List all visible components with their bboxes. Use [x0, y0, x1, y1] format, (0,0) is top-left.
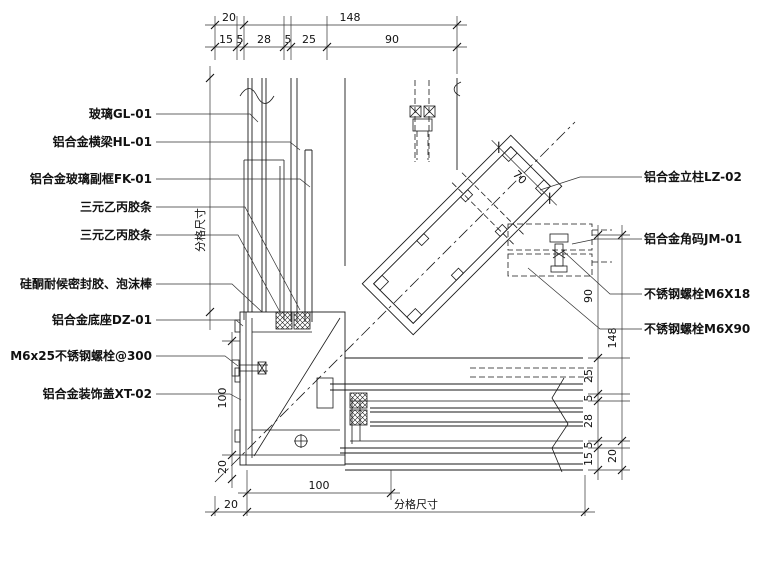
label-bolt-m6x18: 不锈钢螺栓M6X18 [644, 286, 750, 301]
right-labels: 铝合金立柱LZ-02 铝合金角码JM-01 不锈钢螺栓M6X18 不锈钢螺栓M6… [644, 169, 750, 336]
dim-right-5b: 5 [582, 442, 595, 449]
label-bolt-m6x25: M6x25不锈钢螺栓@300 [10, 348, 152, 363]
dim-left-grid: 分格尺寸 [193, 208, 207, 252]
leader-lines [156, 113, 642, 401]
dim-top-90: 90 [385, 33, 399, 46]
label-column-lz02: 铝合金立柱LZ-02 [644, 169, 742, 184]
bottom-dimensions: 100 20 分格尺寸 [205, 479, 595, 517]
dim-bottom-100: 100 [309, 479, 330, 492]
dim-bottom-20: 20 [224, 498, 238, 511]
dim-right-148: 148 [606, 328, 619, 349]
break-symbol [551, 377, 569, 473]
column-centerline [214, 121, 576, 483]
label-subframe-fk01: 铝合金玻璃副框FK-01 [30, 171, 152, 186]
dim-right-5a: 5 [582, 395, 595, 402]
dim-right-25: 25 [582, 369, 595, 383]
dim-right-15: 15 [582, 452, 595, 466]
label-sealant-foam-rod: 硅酮耐候密封胶、泡沫棒 [20, 276, 153, 291]
left-dimensions: 分格尺寸 100 20 [193, 66, 237, 488]
label-epdm-gasket-2: 三元乙丙胶条 [80, 227, 153, 242]
dim-bottom-grid: 分格尺寸 [394, 497, 438, 511]
label-bracket-jm01: 铝合金角码JM-01 [644, 231, 742, 246]
label-base-dz01: 铝合金底座DZ-01 [52, 312, 152, 327]
dim-right-28: 28 [582, 414, 595, 428]
label-beam-hl01: 铝合金横梁HL-01 [53, 134, 152, 149]
dim-left-100: 100 [216, 388, 229, 409]
gasket-hatches [275, 311, 368, 426]
vertical-glazing-section [239, 78, 462, 322]
dim-top-15: 15 [219, 33, 233, 46]
dim-top-148: 148 [340, 11, 361, 24]
label-glass-gl01: 玻璃GL-01 [89, 106, 152, 121]
label-bolt-m6x90: 不锈钢螺栓M6X90 [644, 321, 750, 336]
break-symbol [453, 81, 462, 97]
label-cover-xt02: 铝合金装饰盖XT-02 [43, 386, 152, 401]
break-symbol [239, 88, 275, 104]
dim-top-20: 20 [222, 11, 236, 24]
dim-right-90: 90 [582, 289, 595, 303]
angle-bracket-section [507, 223, 612, 277]
horizontal-glazing-section [330, 357, 595, 473]
top-bolt-cluster [409, 105, 436, 160]
screw-bosses [373, 146, 551, 324]
right-dimensions: 90 25 5 28 5 15 148 20 [582, 225, 627, 480]
dim-top-5b: 5 [285, 33, 292, 46]
dim-top-5a: 5 [237, 33, 244, 46]
dim-top-25: 25 [302, 33, 316, 46]
top-dimensions: 20 148 15 5 28 5 25 90 [205, 11, 467, 52]
dim-top-28: 28 [257, 33, 271, 46]
left-labels: 玻璃GL-01 铝合金横梁HL-01 铝合金玻璃副框FK-01 三元乙丙胶条 三… [10, 106, 153, 401]
label-epdm-gasket-1: 三元乙丙胶条 [80, 199, 153, 214]
base-cover-assembly [231, 311, 346, 466]
dim-right-20: 20 [606, 449, 619, 463]
dim-left-20: 20 [216, 460, 229, 474]
